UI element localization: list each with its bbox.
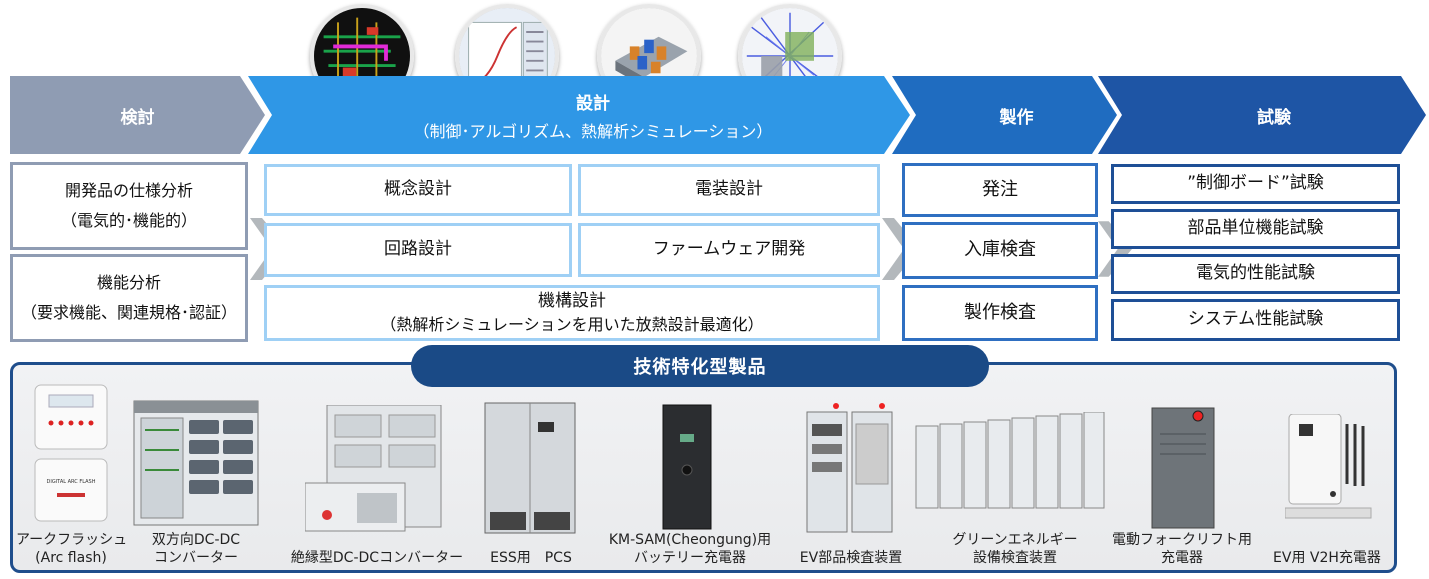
task-circuit-design: 回路設計 — [264, 223, 572, 277]
product-ess-pcs: ESS用 PCS — [476, 549, 586, 567]
product-v2h-charger-line1: EV用 V2H充電器 — [1273, 549, 1381, 566]
task-firmware-development: ファームウェア開発 — [578, 223, 880, 277]
phase-design-subtitle: （制御･アルゴリズム、熱解析シミュレーション） — [413, 121, 773, 141]
phase-design: 設計 （制御･アルゴリズム、熱解析シミュレーション） — [248, 76, 910, 154]
task-component-function-test: 部品単位機能試験 — [1111, 209, 1400, 249]
product-battery-charger-line2: バッテリー充電器 — [634, 549, 746, 566]
products-title-banner: 技術特化型製品 — [411, 345, 989, 387]
task-production-inspection: 製作検査 — [902, 285, 1098, 341]
bidirectional-dcdc-image — [133, 400, 259, 526]
task-mechanical-design-line2: （熱解析シミュレーションを用いた放熱設計最適化） — [380, 314, 764, 334]
product-bidirectional-dcdc-line2: コンバーター — [154, 549, 238, 566]
product-arc-flash-line1: アークフラッシュ — [16, 531, 128, 548]
product-bidirectional-dcdc-line1: 双方向DC-DC — [151, 531, 241, 548]
product-green-energy-tester: グリーンエネルギー 設備検査装置 — [950, 531, 1080, 567]
task-function-analysis: 機能分析 （要求機能、関連規格･認証） — [10, 254, 248, 342]
task-function-analysis-line2: （要求機能、関連規格･認証） — [20, 303, 237, 322]
task-control-board-test: ”制御ボード”試験 — [1111, 164, 1400, 204]
task-mechanical-design-line1: 機構設計 — [538, 291, 606, 312]
product-isolated-dcdc: 絶縁型DC-DCコンバーター — [282, 549, 472, 567]
phase-review-title: 検討 — [120, 107, 155, 128]
task-spec-analysis-line2: （電気的･機能的） — [60, 211, 197, 230]
product-forklift-charger: 電動フォークリフト用 充電器 — [1112, 531, 1252, 567]
v2h-charger-image — [1285, 414, 1375, 524]
product-battery-charger-line1: KM-SAM(Cheongung)用 — [608, 531, 772, 548]
task-spec-analysis: 開発品の仕様分析 （電気的･機能的） — [10, 162, 248, 250]
product-green-energy-tester-line2: 設備検査装置 — [973, 549, 1057, 566]
product-ev-component-tester: EV部品検査装置 — [786, 549, 916, 567]
forklift-charger-image — [1150, 404, 1216, 534]
arc-flash-device-image: DIGITAL ARC FLASH — [33, 383, 109, 525]
task-spec-analysis-line1: 開発品の仕様分析 — [64, 181, 193, 200]
product-v2h-charger: EV用 V2H充電器 — [1262, 549, 1392, 567]
task-ordering: 発注 — [902, 163, 1098, 217]
product-isolated-dcdc-line1: 絶縁型DC-DCコンバーター — [290, 549, 464, 566]
task-receiving-inspection: 入庫検査 — [902, 222, 1098, 279]
phase-design-title: 設計 — [576, 93, 610, 114]
task-electrical-performance-test: 電気的性能試験 — [1111, 254, 1400, 294]
product-forklift-charger-line1: 電動フォークリフト用 — [1112, 531, 1252, 548]
task-mechanical-design: 機構設計 （熱解析シミュレーションを用いた放熱設計最適化） — [264, 285, 880, 341]
product-bidirectional-dcdc: 双方向DC-DC コンバーター — [133, 531, 259, 567]
green-energy-tester-image — [914, 412, 1106, 510]
task-electrical-design: 電装設計 — [578, 164, 880, 216]
phase-review: 検討 — [10, 76, 265, 154]
task-concept-design: 概念設計 — [264, 164, 572, 216]
isolated-dcdc-image — [305, 405, 443, 533]
task-system-performance-test: システム性能試験 — [1111, 299, 1400, 341]
phase-test: 試験 — [1098, 76, 1426, 154]
product-forklift-charger-line2: 充電器 — [1161, 549, 1203, 566]
product-ess-pcs-line1: ESS用 PCS — [490, 549, 572, 566]
product-battery-charger: KM-SAM(Cheongung)用 バッテリー充電器 — [598, 531, 782, 567]
arc-flash-label: DIGITAL ARC FLASH — [47, 479, 96, 485]
phase-manufacture-title: 製作 — [999, 107, 1034, 128]
task-function-analysis-line1: 機能分析 — [96, 273, 161, 292]
product-arc-flash-line2: (Arc flash) — [35, 549, 107, 566]
product-ev-component-tester-line1: EV部品検査装置 — [799, 549, 903, 566]
product-arc-flash: アークフラッシュ (Arc flash) — [16, 531, 128, 567]
ess-pcs-image — [484, 402, 576, 536]
phase-manufacture: 製作 — [892, 76, 1117, 154]
product-green-energy-tester-line1: グリーンエネルギー — [952, 531, 1078, 548]
battery-charger-image — [662, 404, 712, 532]
ev-component-tester-image — [806, 400, 894, 536]
phase-test-title: 試験 — [1257, 107, 1291, 128]
